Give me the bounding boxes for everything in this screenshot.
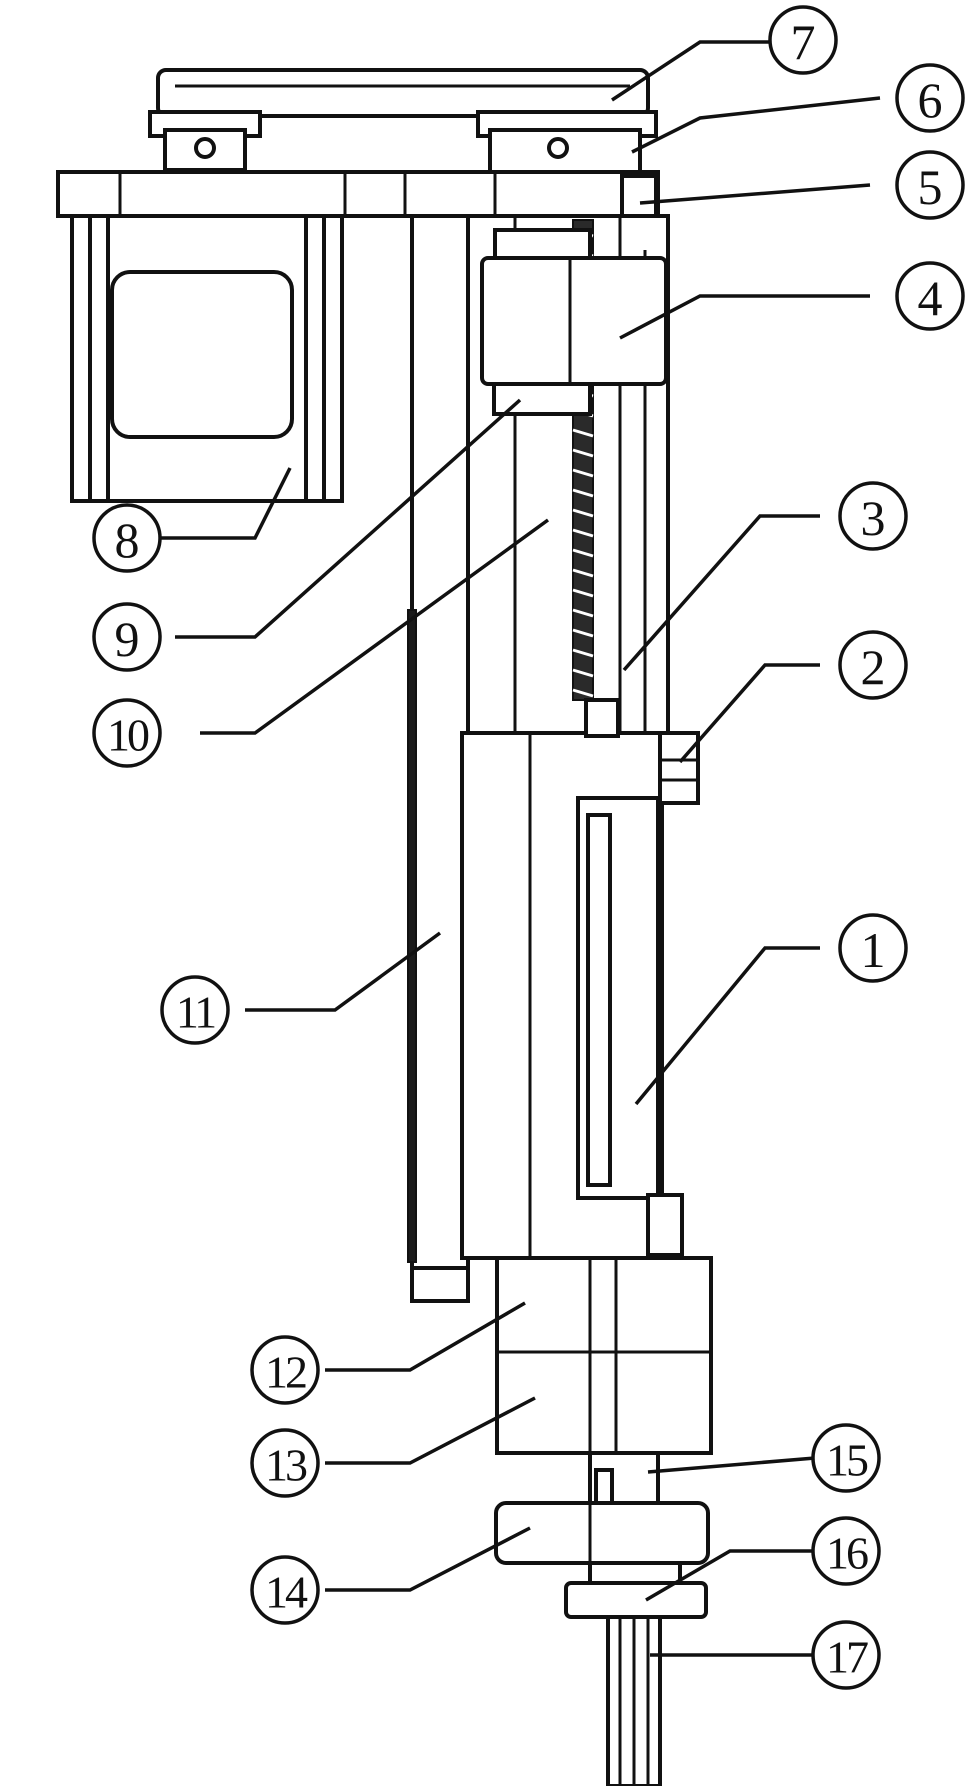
nut-block [480, 228, 669, 416]
leader-lines [155, 40, 881, 1657]
leader-6 [631, 96, 881, 154]
callout-8: 8 [92, 503, 162, 573]
leader-14 [325, 1526, 531, 1592]
leader-16 [645, 1549, 815, 1602]
callout-15: 15 [811, 1423, 881, 1493]
leader-1 [634, 946, 820, 1106]
callout-16-label: 16 [826, 1528, 868, 1579]
callout-14: 14 [250, 1555, 320, 1625]
callout-7: 7 [768, 5, 838, 75]
callout-5-label: 5 [918, 159, 943, 215]
leader-11 [245, 931, 442, 1012]
flange [564, 1581, 708, 1619]
callout-4-label: 4 [918, 270, 943, 326]
callout-13-label: 13 [265, 1440, 307, 1491]
leader-12 [325, 1301, 526, 1372]
slide-carriage [460, 698, 700, 1260]
callout-2: 2 [838, 630, 908, 700]
callout-13: 13 [250, 1428, 320, 1498]
leader-2 [678, 663, 820, 764]
callout-3-label: 3 [861, 490, 886, 546]
callout-15-label: 15 [826, 1435, 868, 1486]
top-plate [56, 170, 660, 218]
pulley-right [476, 110, 658, 177]
callout-6-label: 6 [918, 72, 943, 128]
shaft-coupling [588, 1451, 660, 1505]
timing-belt [156, 68, 650, 118]
callout-2-label: 2 [861, 639, 886, 695]
leader-15 [647, 1456, 816, 1474]
motor [70, 214, 344, 503]
leader-5 [639, 183, 871, 205]
callout-6: 6 [895, 63, 965, 133]
rotary-housing [495, 1256, 713, 1455]
gripper-fingers [606, 1615, 662, 1786]
leader-10 [200, 518, 550, 735]
callout-17: 17 [811, 1620, 881, 1690]
callout-12-label: 12 [265, 1347, 306, 1398]
callout-14-label: 14 [265, 1567, 308, 1618]
leader-7 [611, 40, 770, 102]
callout-12: 12 [250, 1335, 320, 1405]
callout-7-label: 7 [791, 14, 816, 70]
gear-wheel [494, 1501, 710, 1587]
leader-3 [622, 514, 820, 672]
leader-9 [175, 398, 522, 639]
callout-11-label: 11 [176, 987, 215, 1038]
callout-10: 10 [92, 698, 162, 768]
guide-rail [407, 214, 470, 1303]
leader-4 [619, 294, 870, 340]
callout-17-label: 17 [826, 1632, 868, 1683]
callout-10-label: 10 [107, 710, 149, 761]
callout-9: 9 [92, 602, 162, 672]
callout-4: 4 [895, 261, 965, 331]
callout-8-label: 8 [115, 512, 140, 568]
callout-1-label: 1 [861, 922, 886, 978]
leader-13 [325, 1396, 536, 1465]
pulley-left [148, 110, 262, 172]
callout-9-label: 9 [115, 611, 140, 667]
leader-8 [155, 467, 292, 540]
callout-1: 1 [838, 913, 908, 983]
callout-11: 11 [160, 975, 230, 1045]
callout-3: 3 [838, 481, 908, 551]
callout-16: 16 [811, 1516, 881, 1586]
callout-5: 5 [895, 150, 965, 220]
